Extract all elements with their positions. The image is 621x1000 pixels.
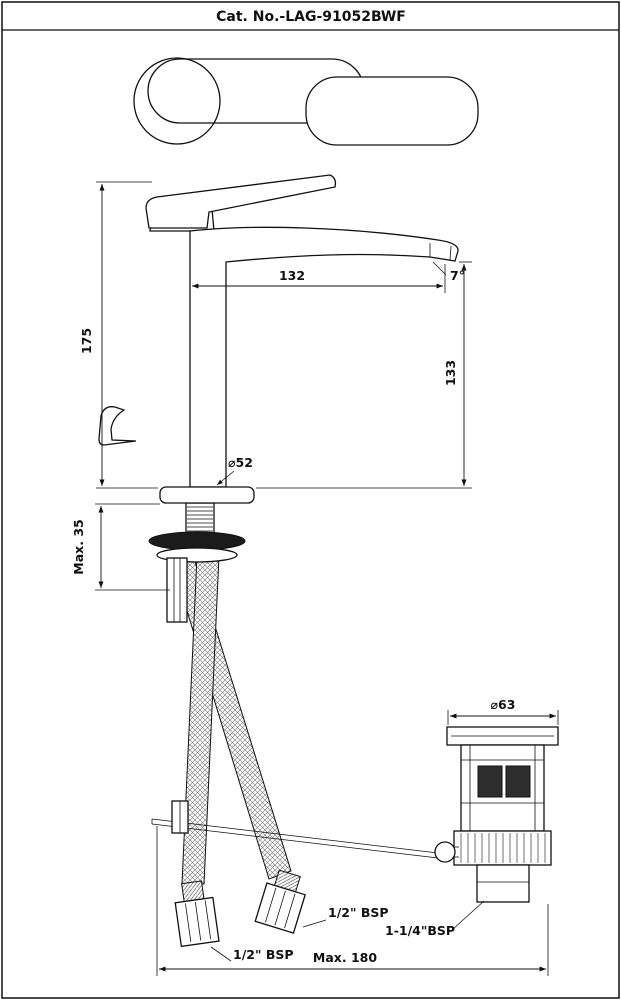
dim-waste-diameter: ⌀63 [447, 697, 559, 725]
dim-spout-angle: 7° [432, 261, 465, 283]
dim-deck-thickness-label: Max. 35 [71, 519, 86, 574]
pop-up-rod [151, 800, 439, 859]
handle-top-view [133, 57, 479, 146]
dim-body-diameter-label: ⌀52 [228, 455, 253, 470]
waste-assembly [434, 726, 559, 903]
dim-spout-height: 133 [256, 261, 472, 489]
lever-paddle-top [305, 76, 479, 146]
dim-spout-angle-label: 7° [450, 268, 465, 283]
hose-thread-left-label: 1/2" BSP [233, 947, 294, 962]
catalog-number: Cat. No.-LAG-91052BWF [216, 9, 406, 25]
label-hose-thread-left: 1/2" BSP [210, 946, 294, 962]
dim-spout-height-label: 133 [443, 360, 458, 386]
dim-spout-reach-label: 132 [279, 268, 305, 283]
spout-body [189, 226, 459, 488]
mounting-hardware [148, 502, 246, 623]
faucet-side-view [98, 174, 459, 504]
aerator [429, 243, 452, 261]
waste-tailpipe [476, 864, 530, 903]
hose-connector-right [254, 869, 306, 934]
hose-connector-left [174, 880, 220, 948]
dim-deck-thickness: Max. 35 [71, 503, 170, 591]
threaded-shank [185, 502, 215, 534]
label-hose-thread-right: 1/2" BSP [302, 905, 389, 928]
rubber-washer [148, 531, 246, 551]
dim-max-depth-label: Max. 180 [313, 950, 377, 965]
lever-side [145, 174, 337, 229]
waste-thread-label: 1-1/4"BSP [385, 923, 455, 938]
overflow-slot [505, 765, 531, 798]
dim-max-depth: Max. 180 [156, 826, 549, 976]
ball-joint [434, 841, 456, 863]
hose-thread-right-label: 1/2" BSP [328, 905, 389, 920]
dim-overall-height-label: 175 [79, 328, 94, 354]
waste-locknut [453, 830, 552, 866]
side-lever-detail [98, 406, 137, 446]
dim-spout-reach: 132 [192, 264, 446, 293]
handle-pivot-circle [133, 57, 221, 145]
overflow-slot [477, 765, 503, 798]
dim-overall-height: 175 [79, 181, 158, 489]
base-plate [159, 486, 255, 504]
dim-body-diameter: ⌀52 [216, 455, 253, 486]
dim-waste-diameter-label: ⌀63 [491, 697, 516, 712]
label-waste-thread: 1-1/4"BSP [385, 900, 485, 938]
